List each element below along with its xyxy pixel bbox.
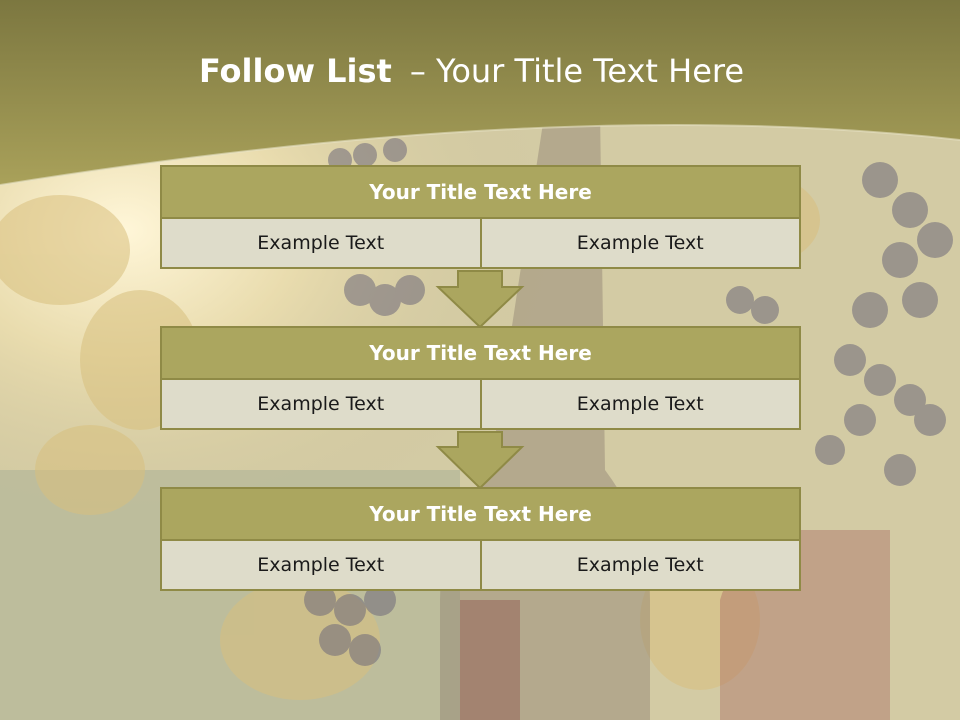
step-block-3: Your Title Text Here Example Text Exampl… [160, 487, 801, 591]
step-1-left-text: Example Text [160, 219, 482, 269]
step-3-right-text: Example Text [481, 541, 801, 591]
step-title-3: Your Title Text Here [160, 487, 801, 541]
slide-title-rest: – Your Title Text Here [409, 52, 745, 90]
step-1-right-text: Example Text [481, 219, 801, 269]
step-title-2: Your Title Text Here [160, 326, 801, 380]
step-block-1: Your Title Text Here Example Text Exampl… [160, 165, 801, 269]
step-3-left-text: Example Text [160, 541, 482, 591]
step-2-right-text: Example Text [481, 380, 801, 430]
slide-title-bold: Follow List [198, 52, 392, 90]
step-title-1: Your Title Text Here [160, 165, 801, 219]
step-row-3: Example Text Example Text [160, 541, 801, 591]
step-row-1: Example Text Example Text [160, 219, 801, 269]
step-block-2: Your Title Text Here Example Text Exampl… [160, 326, 801, 430]
step-2-left-text: Example Text [160, 380, 482, 430]
step-row-2: Example Text Example Text [160, 380, 801, 430]
slide-title: Follow List – Your Title Text Here [0, 52, 943, 90]
